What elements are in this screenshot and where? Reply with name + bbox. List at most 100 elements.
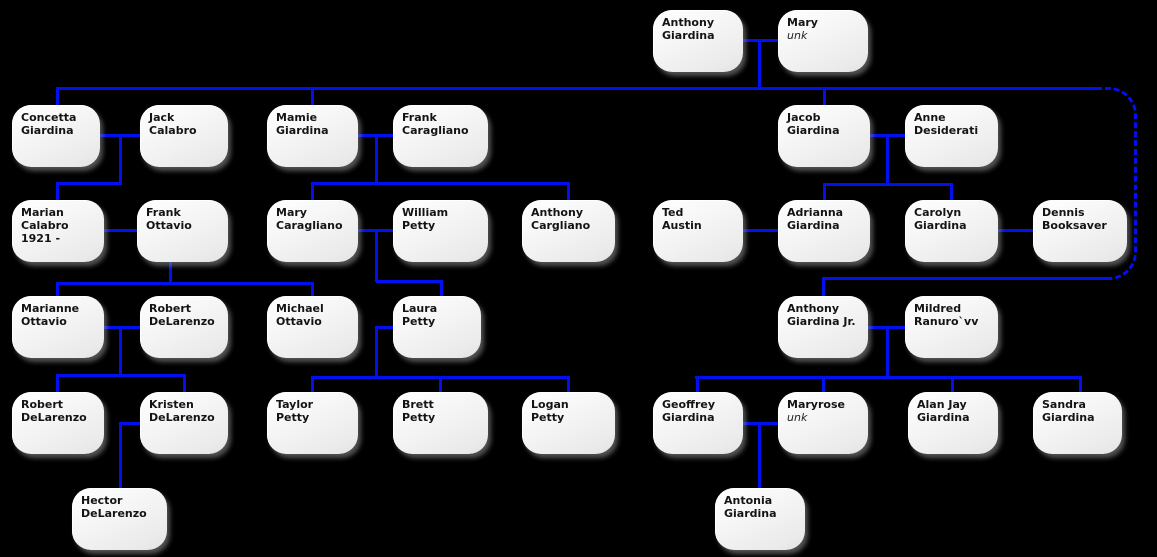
person-william-petty[interactable]: William Petty — [393, 200, 488, 262]
person-name: Taylor — [276, 398, 314, 411]
person-name: Anthony — [787, 302, 839, 315]
person-antonia-giardina[interactable]: Antonia Giardina — [715, 488, 805, 550]
connector-line — [104, 229, 137, 232]
person-name: Giardina — [21, 124, 74, 137]
connector-line — [56, 374, 59, 392]
connector-line — [183, 374, 186, 392]
person-mildred-ranuro[interactable]: Mildred Ranuro`vv — [905, 296, 998, 358]
person-name: Frank — [402, 111, 437, 124]
person-mamie-giardina[interactable]: Mamie Giardina — [267, 105, 358, 167]
person-name: Geoffrey — [662, 398, 716, 411]
person-name: Anne — [914, 111, 946, 124]
person-marian-calabro[interactable]: Marian Calabro 1921 - — [12, 200, 104, 262]
person-geoffrey-giardina[interactable]: Geoffrey Giardina — [653, 392, 743, 454]
person-jacob-giardina[interactable]: Jacob Giardina — [778, 105, 870, 167]
person-alan-jay-giardina[interactable]: Alan Jay Giardina — [908, 392, 998, 454]
connector-line — [950, 183, 953, 200]
person-name: Laura — [402, 302, 438, 315]
person-name: Cargliano — [531, 219, 591, 232]
connector-line — [56, 182, 59, 200]
person-name: Giardina Jr. — [787, 315, 856, 328]
connector-line — [311, 376, 314, 392]
person-frank-caragliano[interactable]: Frank Caragliano — [393, 105, 488, 167]
person-name: Giardina — [662, 29, 715, 42]
person-marianne-ottavio[interactable]: Marianne Ottavio — [12, 296, 104, 358]
person-name: Robert — [149, 302, 192, 315]
person-name: Booksaver — [1042, 219, 1107, 232]
person-laura-petty[interactable]: Laura Petty — [393, 296, 481, 358]
person-name: William — [402, 206, 449, 219]
person-name: Concetta — [21, 111, 77, 124]
connector-line — [56, 87, 59, 105]
person-name: Marian — [21, 206, 64, 219]
person-name: Kristen — [149, 398, 194, 411]
connector-line — [311, 182, 314, 200]
person-name: unk — [787, 411, 808, 424]
connector-line — [758, 422, 761, 488]
person-name: Jack — [149, 111, 175, 124]
person-name: Mamie — [276, 111, 318, 124]
person-name: Caragliano — [276, 219, 343, 232]
person-name: Antonia — [724, 494, 773, 507]
connector-line — [998, 229, 1033, 232]
person-name: Alan Jay — [917, 398, 967, 411]
connector-line — [822, 376, 825, 392]
person-robert-delarenzo-jr[interactable]: Robert DeLarenzo — [12, 392, 104, 454]
person-carolyn-giardina[interactable]: Carolyn Giardina — [905, 200, 998, 262]
person-name: Brett — [402, 398, 434, 411]
person-name: Petty — [402, 411, 436, 424]
person-name: Petty — [276, 411, 310, 424]
person-name: Marianne — [21, 302, 80, 315]
connector-line — [376, 280, 443, 283]
connector-line — [119, 134, 122, 184]
person-name: Carolyn — [914, 206, 962, 219]
connector-line — [1079, 376, 1082, 392]
connector-line — [440, 280, 443, 296]
person-brett-petty[interactable]: Brett Petty — [393, 392, 488, 454]
person-dennis-booksaver[interactable]: Dennis Booksaver — [1033, 200, 1127, 262]
person-michael-ottavio[interactable]: Michael Ottavio — [267, 296, 358, 358]
connector-line — [439, 376, 442, 392]
person-hector-delarenzo[interactable]: Hector DeLarenzo — [72, 488, 167, 550]
person-name: Calabro — [21, 219, 69, 232]
person-anne-desiderati[interactable]: Anne Desiderati — [905, 105, 998, 167]
connector-line — [375, 229, 378, 282]
person-taylor-petty[interactable]: Taylor Petty — [267, 392, 358, 454]
connector-line — [120, 422, 140, 425]
person-sandra-giardina[interactable]: Sandra Giardina — [1033, 392, 1122, 454]
connector-line — [951, 376, 954, 392]
person-anthony-giardina-jr[interactable]: Anthony Giardina Jr. — [778, 296, 868, 358]
person-name: Maryrose — [787, 398, 845, 411]
person-logan-petty[interactable]: Logan Petty — [522, 392, 615, 454]
person-name: Logan — [531, 398, 569, 411]
connector-line — [311, 282, 314, 296]
person-name: Jacob — [787, 111, 821, 124]
person-mary-caragliano[interactable]: Mary Caragliano — [267, 200, 358, 262]
person-adrianna-giardina[interactable]: Adrianna Giardina — [778, 200, 870, 262]
person-name: unk — [787, 29, 808, 42]
person-name: Ottavio — [21, 315, 67, 328]
person-jack-calabro[interactable]: Jack Calabro — [140, 105, 228, 167]
person-name: Giardina — [724, 507, 777, 520]
connector-line — [375, 326, 378, 378]
person-anthony-giardina-sr[interactable]: Anthony Giardina — [653, 10, 743, 72]
person-name: Giardina — [914, 219, 967, 232]
person-anthony-cargliano[interactable]: Anthony Cargliano — [522, 200, 615, 262]
person-ted-austin[interactable]: Ted Austin — [653, 200, 743, 262]
person-robert-delarenzo-sr[interactable]: Robert DeLarenzo — [140, 296, 228, 358]
person-name: Dennis — [1042, 206, 1085, 219]
person-name: Desiderati — [914, 124, 979, 137]
person-maryrose-unk[interactable]: Maryrose unk — [778, 392, 868, 454]
connector-line — [119, 422, 122, 488]
connector-line — [57, 87, 1098, 90]
person-kristen-delarenzo[interactable]: Kristen DeLarenzo — [140, 392, 228, 454]
person-concetta-giardina[interactable]: Concetta Giardina — [12, 105, 100, 167]
person-frank-ottavio[interactable]: Frank Ottavio — [137, 200, 228, 262]
person-name: DeLarenzo — [149, 411, 215, 424]
person-name: Ted — [662, 206, 684, 219]
person-name: Michael — [276, 302, 324, 315]
dashed-wrap-connector — [1096, 87, 1137, 188]
person-mary-unk[interactable]: Mary unk — [778, 10, 868, 72]
person-name: Anthony — [531, 206, 583, 219]
connector-line — [312, 182, 570, 185]
